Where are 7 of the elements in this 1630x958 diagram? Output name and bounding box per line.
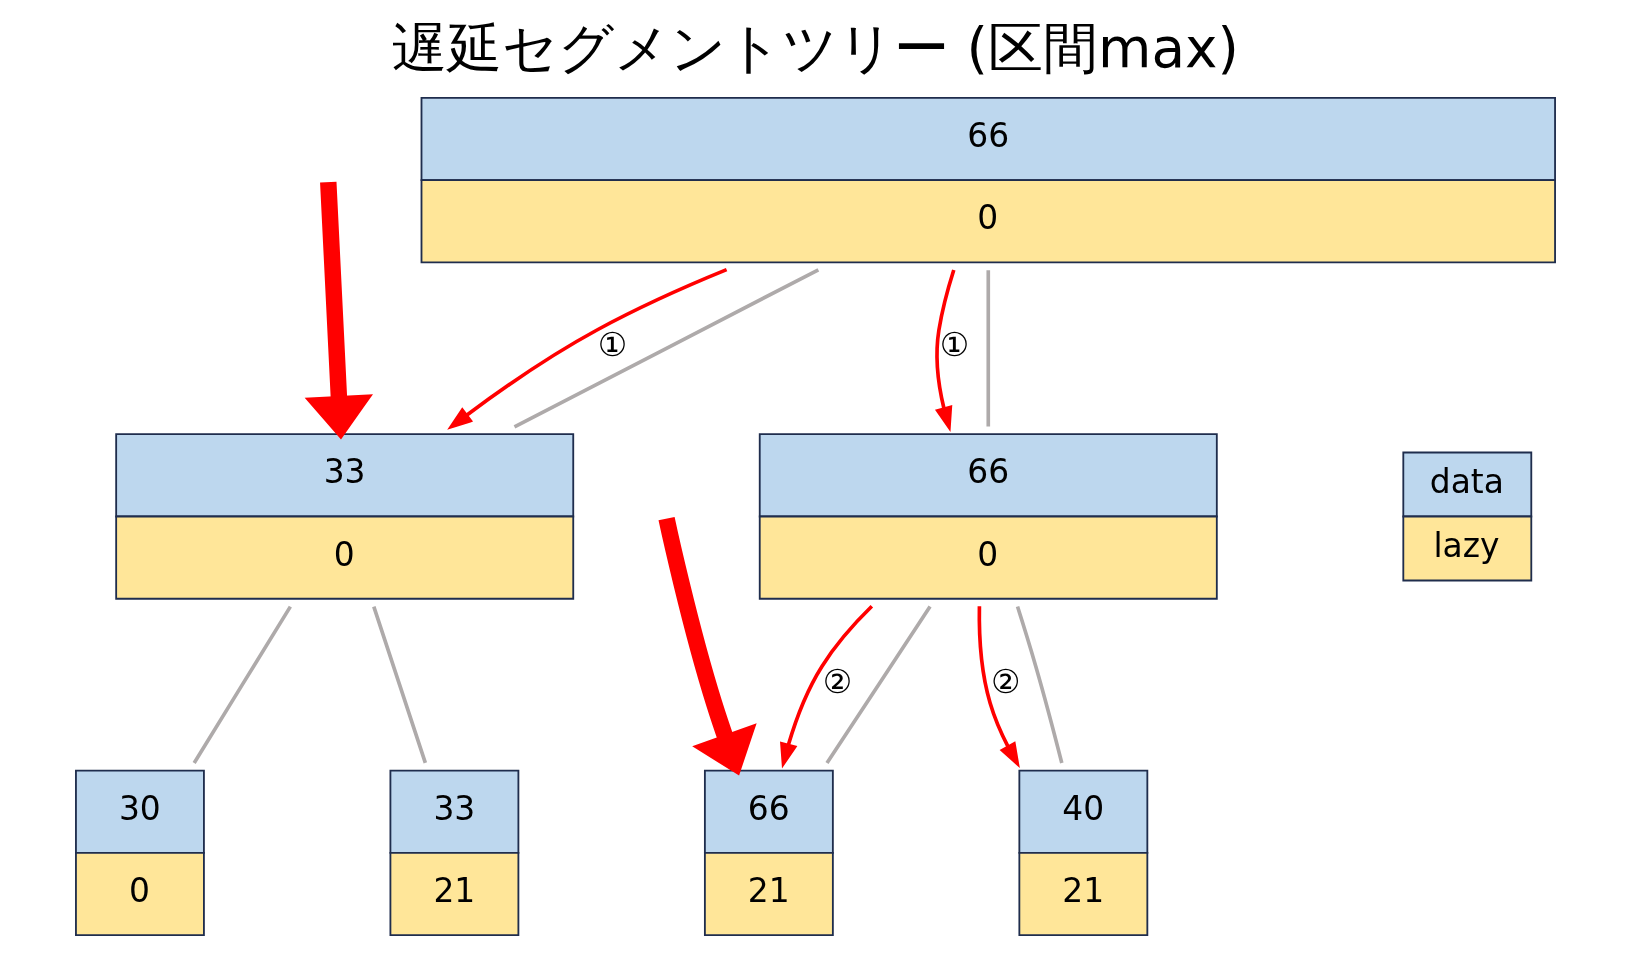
legend-label: lazy xyxy=(1432,525,1500,565)
edge-label: ① xyxy=(597,325,627,365)
legend-label: data xyxy=(1429,461,1504,501)
edge-label: ① xyxy=(939,325,969,365)
edge-label: ② xyxy=(822,661,852,701)
edge-label: ② xyxy=(990,661,1020,701)
diagram-title: 遅延セグメントツリー (区間max) xyxy=(391,15,1239,80)
